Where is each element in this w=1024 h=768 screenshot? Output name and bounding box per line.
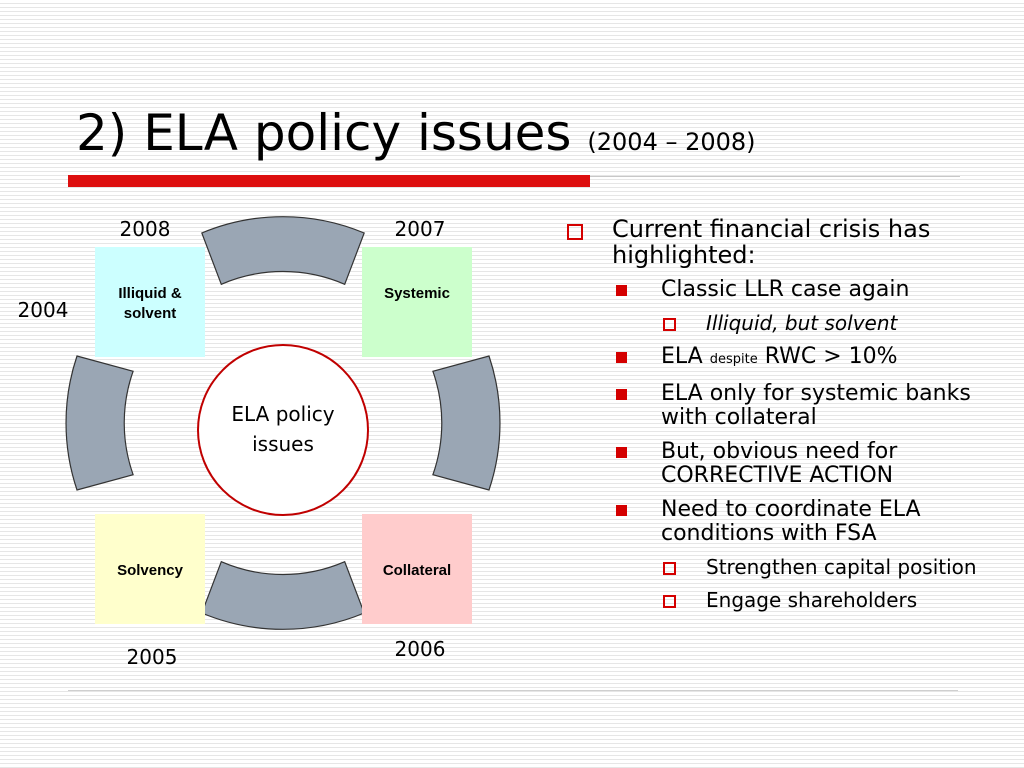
bullet-coordinate-fsa: Need to coordinate ELA conditions with F… — [558, 498, 1008, 546]
bullet-illiquid-solvent: Illiquid, but solvent — [558, 312, 1008, 335]
box-collateral — [362, 514, 472, 624]
filled-square-bullet-icon — [616, 505, 627, 516]
title-underline-thin — [590, 176, 960, 177]
bullet-current-crisis: Current financial crisis has highlighted… — [558, 216, 1008, 268]
bullet-text: Classic LLR case again — [661, 277, 910, 302]
footer-rule — [68, 690, 958, 691]
year-label-2005: 2005 — [127, 645, 178, 669]
year-label-2004: 2004 — [18, 298, 69, 322]
year-label-2008: 2008 — [120, 217, 171, 241]
bullet-text-small: despite — [709, 352, 758, 367]
box-illiquid-label-2: solvent — [124, 305, 177, 322]
bullet-text: Strengthen capital position — [706, 555, 977, 579]
box-solvency — [95, 514, 205, 624]
bullet-text: Illiquid, but solvent — [706, 311, 898, 335]
filled-square-bullet-icon — [616, 447, 627, 458]
bullet-text: Need to coordinate ELA conditions with F… — [661, 497, 921, 546]
box-illiquid-label-1: Illiquid & — [118, 285, 181, 302]
hollow-square-bullet-icon — [663, 595, 676, 608]
bullet-classic-llr: Classic LLR case again — [558, 278, 1008, 302]
filled-square-bullet-icon — [616, 352, 627, 363]
bullet-ela-despite-rwc: ELA despite RWC > 10% — [558, 345, 1008, 372]
bullet-ela-systemic: ELA only for systemic banks with collate… — [558, 382, 1008, 430]
center-ring — [197, 344, 369, 516]
filled-square-bullet-icon — [616, 389, 627, 400]
filled-square-bullet-icon — [616, 285, 627, 296]
bullet-text: But, obvious need for CORRECTIVE ACTION — [661, 439, 898, 488]
arc-segment-left-icon — [65, 355, 134, 491]
slide-title-main: 2) ELA policy issues — [76, 104, 572, 162]
box-illiquid-solvent — [95, 247, 205, 357]
center-label-1: ELA policy — [231, 402, 334, 426]
box-systemic-label: Systemic — [384, 285, 450, 302]
bullet-corrective-action: But, obvious need for CORRECTIVE ACTION — [558, 440, 1008, 488]
bullet-text: Engage shareholders — [706, 588, 918, 612]
bullet-text: Current financial crisis has highlighted… — [612, 215, 931, 269]
bullet-engage-shareholders: Engage shareholders — [558, 589, 1008, 612]
bullet-list: Current financial crisis has highlighted… — [558, 216, 1008, 622]
arc-segment-bottom-icon — [201, 560, 365, 630]
hollow-square-bullet-icon — [567, 224, 583, 240]
bullet-strengthen-capital: Strengthen capital position — [558, 556, 1008, 579]
year-label-2007: 2007 — [395, 217, 446, 241]
slide-title-years: (2004 – 2008) — [587, 128, 756, 156]
year-label-2006: 2006 — [395, 637, 446, 661]
hollow-square-bullet-icon — [663, 562, 676, 575]
box-solvency-label: Solvency — [117, 562, 184, 579]
bullet-text: ELA only for systemic banks with collate… — [661, 381, 971, 430]
arc-segment-top-icon — [201, 216, 365, 286]
bullet-text-pre: ELA — [661, 344, 703, 369]
bullet-text-post: RWC > 10% — [764, 344, 898, 369]
box-collateral-label: Collateral — [383, 562, 451, 579]
box-systemic — [362, 247, 472, 357]
title-underline-red — [68, 175, 590, 187]
hollow-square-bullet-icon — [663, 318, 676, 331]
slide-title: 2) ELA policy issues (2004 – 2008) — [76, 106, 756, 161]
center-label-2: issues — [252, 432, 314, 456]
arc-segment-right-icon — [432, 355, 501, 491]
